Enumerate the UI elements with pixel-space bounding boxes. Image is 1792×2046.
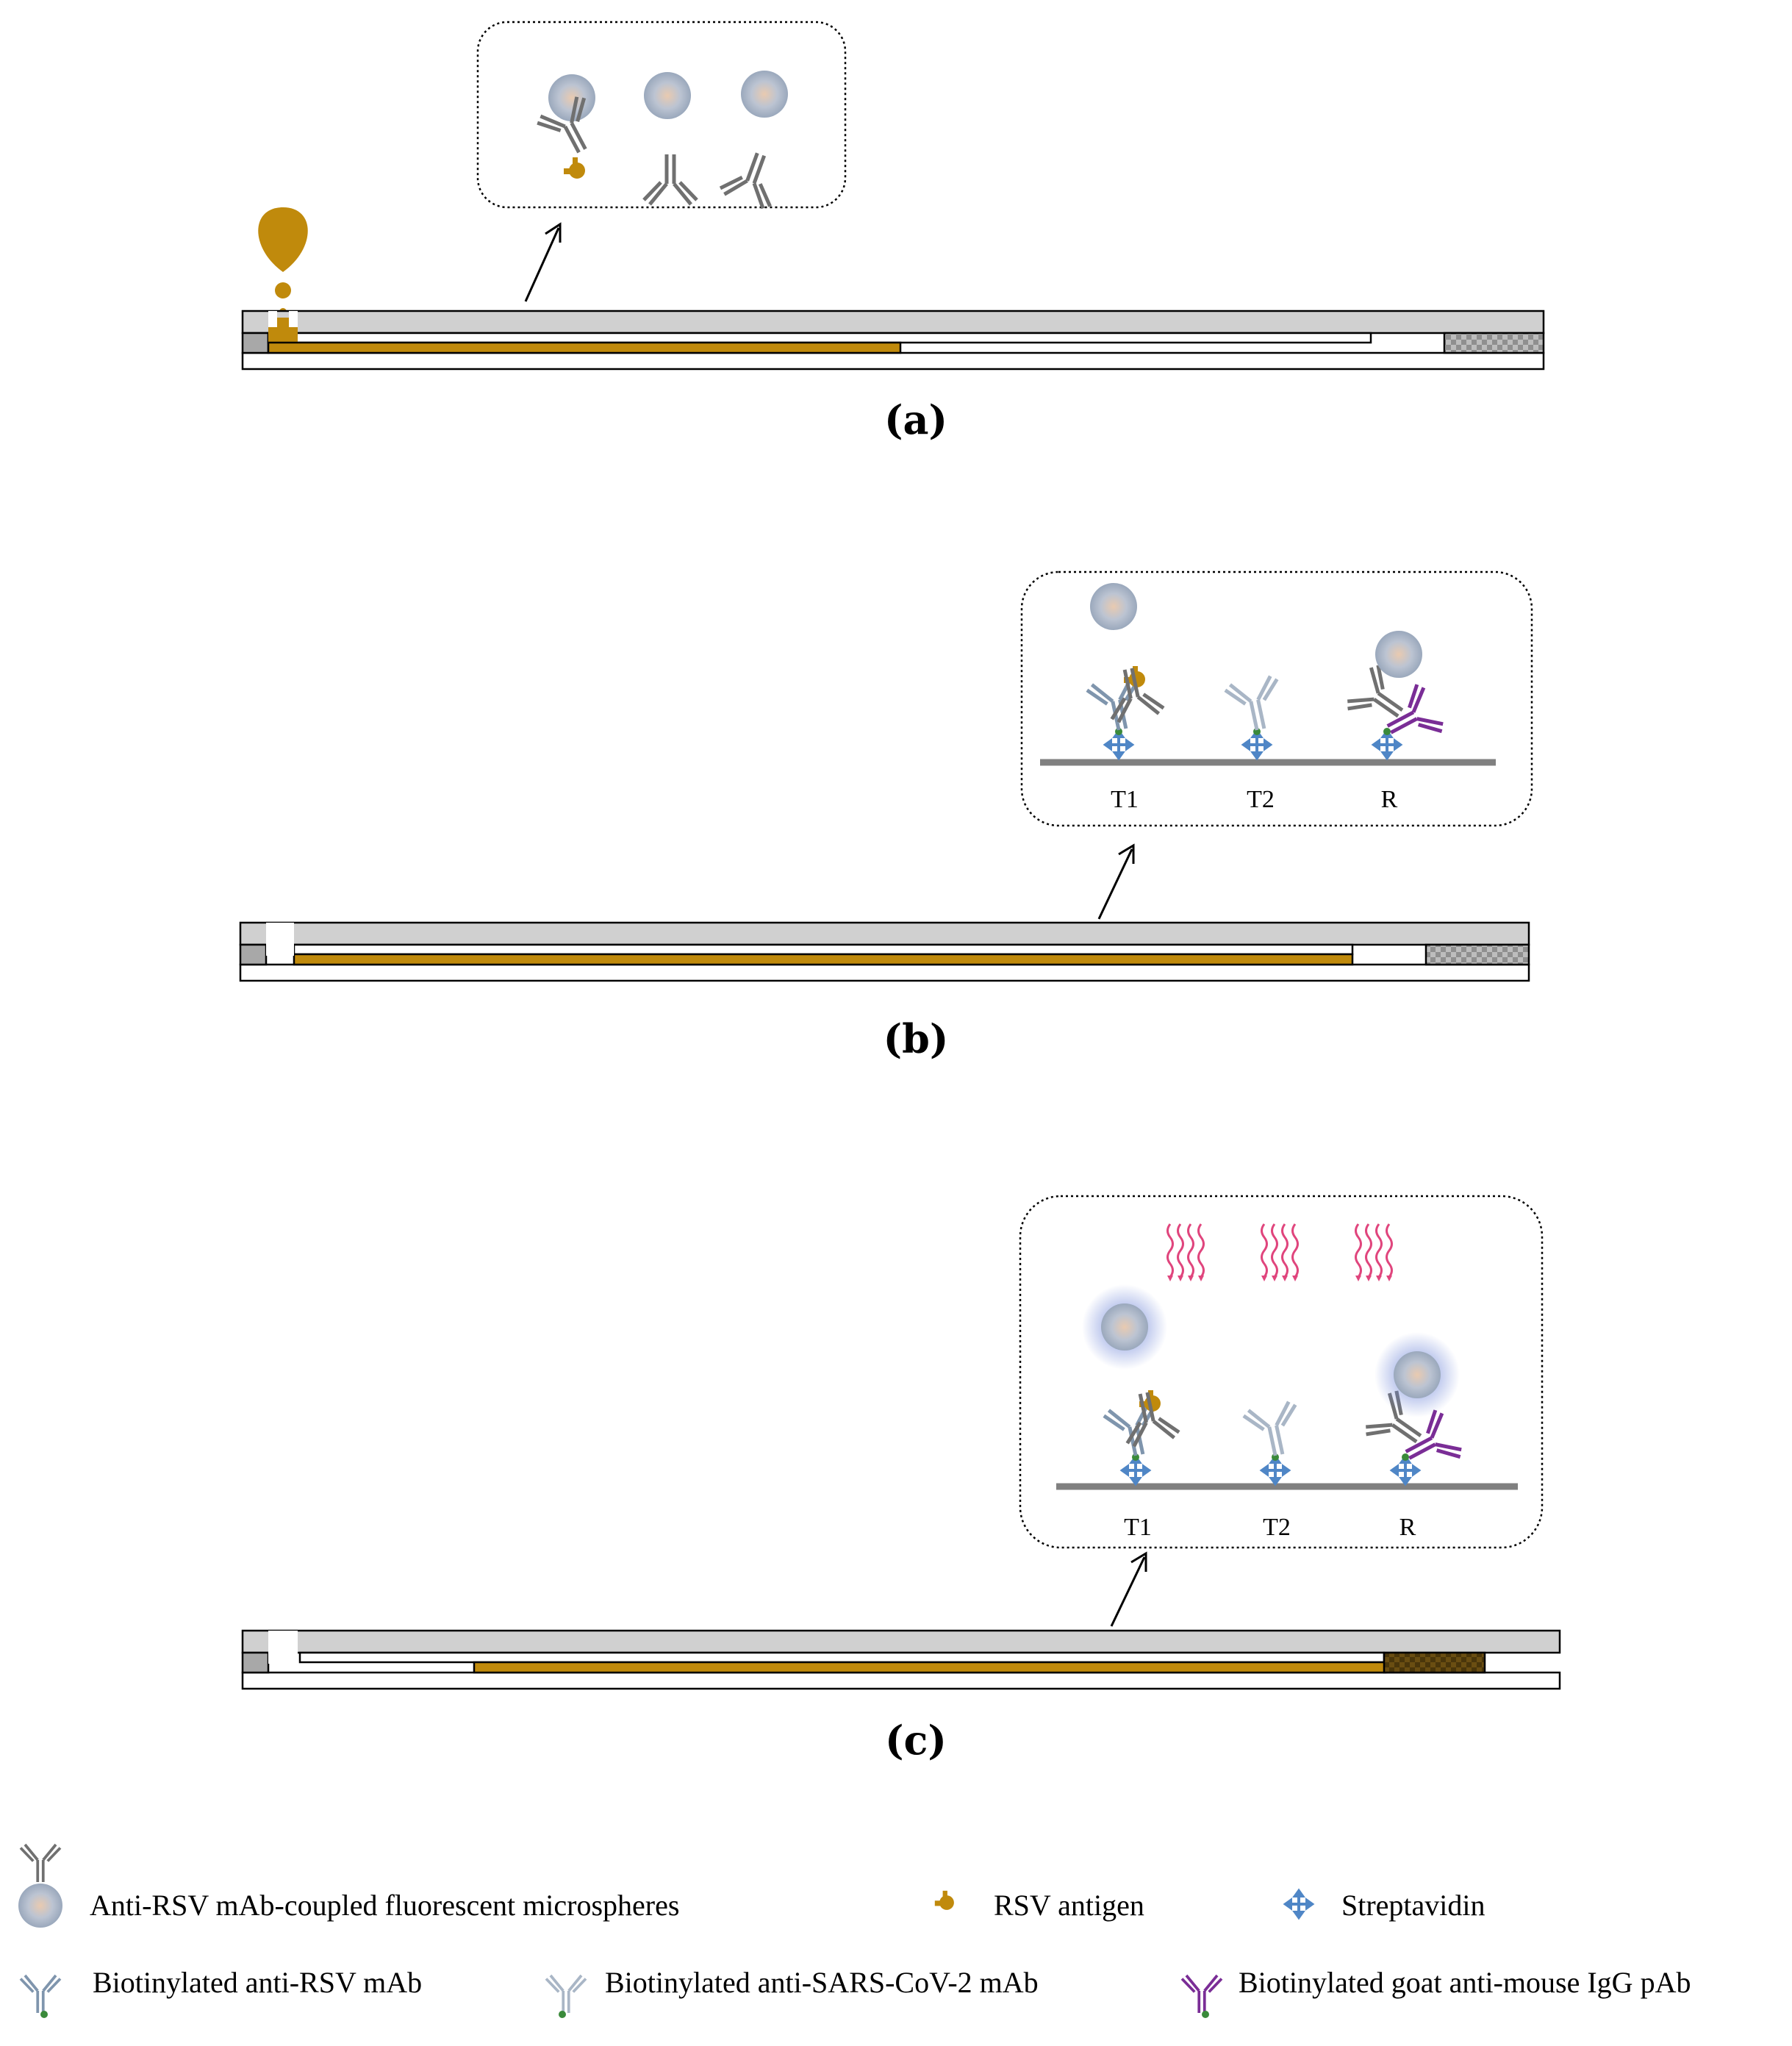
zone-label-t1: T1: [1124, 1514, 1152, 1541]
legend-anti-sars-icon: [545, 1974, 587, 2018]
bead-conjugate-with-antigen: [535, 74, 605, 179]
legend-anti-sars-label: Biotinylated anti-SARS-CoV-2 mAb: [605, 1966, 1039, 1999]
bead-conjugate: [719, 71, 788, 210]
legend-goat-igg-icon: [1180, 1974, 1223, 2018]
fluorescence-waves: [1166, 1223, 1205, 1283]
panel-a: (a): [241, 21, 1545, 443]
fluorescence-waves: [1354, 1223, 1394, 1283]
r-complex-b: [1344, 631, 1446, 759]
panel-b: T1 T2 R (b): [239, 570, 1533, 1062]
panel-label-c: (c): [885, 1717, 947, 1764]
legend-anti-rsv-label: Biotinylated anti-RSV mAb: [93, 1966, 422, 1999]
legend-microsphere-icon: [18, 1843, 62, 1928]
test-strip-c: [241, 1629, 1561, 1690]
legend-goat-igg-label: Biotinylated goat anti-mouse IgG pAb: [1239, 1966, 1691, 1999]
test-strip-b: [239, 921, 1530, 982]
arrow-a: [524, 222, 562, 302]
panel-label-b: (b): [884, 1015, 949, 1062]
panel-label-a: (a): [884, 396, 947, 443]
t1-complex-c: [1082, 1284, 1180, 1485]
sample-droplet: [275, 282, 291, 298]
zoom-box-b: [1020, 570, 1533, 827]
legend-streptavidin-icon: [1284, 1889, 1313, 1919]
zone-label-r: R: [1381, 786, 1398, 813]
t2-complex-c: [1243, 1401, 1305, 1485]
zone-label-t1: T1: [1111, 786, 1139, 813]
legend-antigen-icon: [934, 1890, 954, 1910]
legend-microspheres-label: Anti-RSV mAb-coupled fluorescent microsp…: [90, 1889, 679, 1922]
zone-label-t2: T2: [1247, 786, 1275, 813]
arrow-b: [1097, 843, 1135, 920]
r-complex-c: [1363, 1332, 1464, 1485]
zoom-box-c: [1019, 1195, 1544, 1549]
legend-antigen-label: RSV antigen: [994, 1889, 1144, 1922]
t2-complex-b: [1225, 675, 1287, 759]
fluorescence-waves: [1260, 1223, 1300, 1283]
t1-complex-b: [1086, 583, 1165, 759]
legend-streptavidin-label: Streptavidin: [1341, 1889, 1485, 1922]
legend: Anti-RSV mAb-coupled fluorescent microsp…: [18, 1843, 1691, 2018]
legend-anti-rsv-icon: [19, 1974, 62, 2018]
zoom-box-a: [476, 21, 847, 209]
zone-label-t2: T2: [1263, 1514, 1291, 1541]
bead-conjugate: [644, 72, 697, 204]
zone-label-r: R: [1399, 1514, 1416, 1541]
sample-drop: [258, 207, 308, 272]
arrow-c: [1110, 1551, 1147, 1627]
panel-c: T1 T2 R (c): [241, 1195, 1561, 1764]
test-strip-a: [241, 310, 1545, 371]
